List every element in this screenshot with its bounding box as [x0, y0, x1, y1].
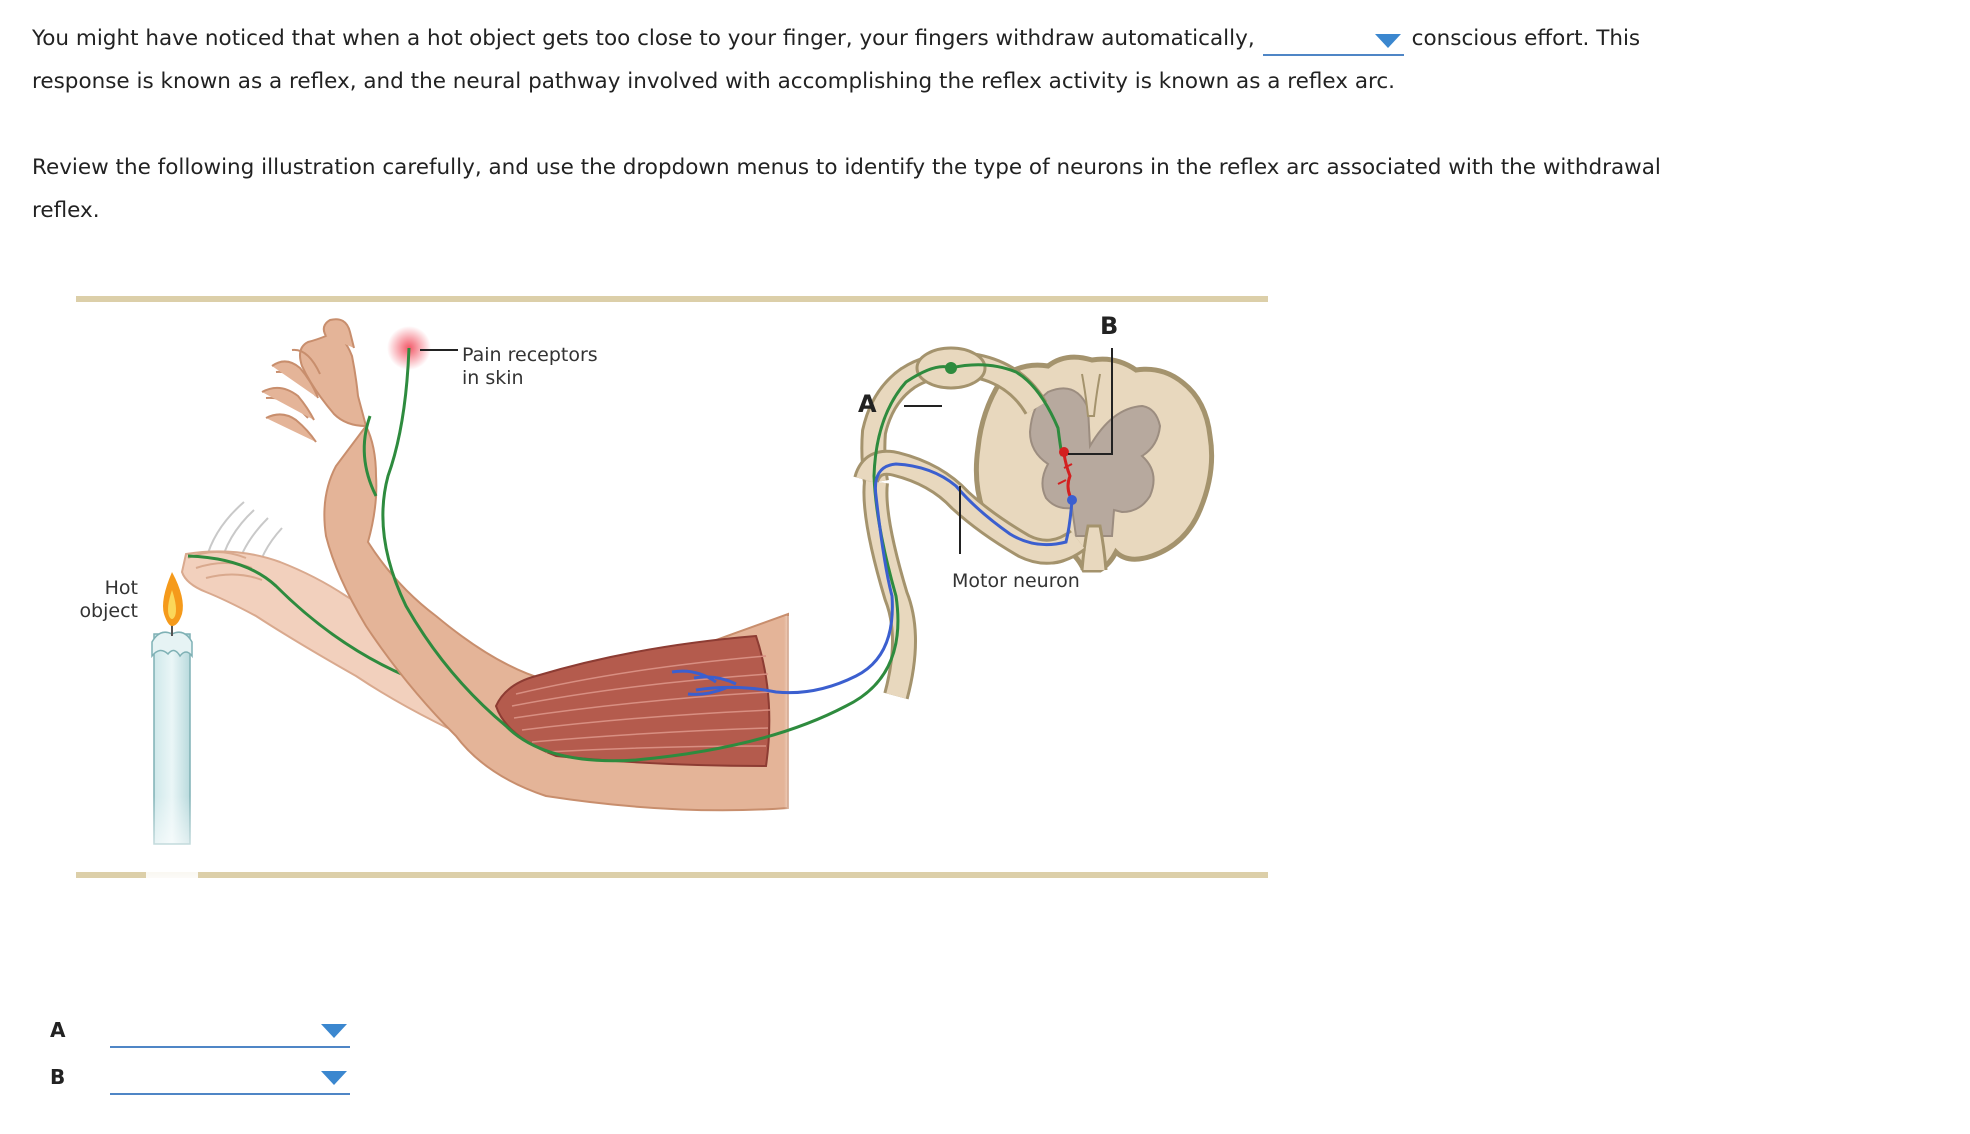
hot-label-line-1: Hot [104, 577, 138, 599]
pain-label-line-1: Pain receptors [462, 344, 598, 366]
answer-row-a: A [48, 1012, 368, 1052]
question-paragraph-2: Review the following illustration carefu… [32, 155, 1661, 223]
label-leader-lines [420, 348, 1113, 554]
sensory-neuron [362, 347, 1064, 763]
answer-a-dropdown[interactable] [110, 1012, 350, 1048]
hot-object-label: Hot object [72, 577, 138, 623]
answer-b-dropdown[interactable] [110, 1059, 350, 1095]
answer-row-b: B [48, 1059, 368, 1099]
question-text-before-blank: You might have noticed that when a hot o… [32, 26, 1255, 51]
question-text-after-blank: conscious effort. This response is known… [32, 26, 1641, 94]
sensory-ganglion-cell-body [945, 362, 957, 374]
pain-receptors-label: Pain receptors in skin [462, 344, 598, 390]
question-paragraph-1: You might have noticed that when a hot o… [32, 17, 1692, 103]
spinal-cord [853, 346, 1215, 700]
raised-arm [261, 318, 796, 826]
figure-top-rule [76, 296, 1268, 302]
answer-label-a: A [50, 1018, 66, 1042]
figure-label-b: B [1100, 312, 1119, 340]
motor-neuron-cell-body [1067, 495, 1077, 505]
candle [146, 572, 198, 880]
chevron-down-icon [321, 1071, 347, 1085]
pain-label-line-2: in skin [462, 367, 524, 389]
answer-label-b: B [50, 1065, 66, 1089]
figure-label-a: A [858, 390, 877, 418]
figure-bottom-rule [76, 872, 1268, 878]
motor-neuron-label: Motor neuron [952, 570, 1080, 592]
reflex-arc-illustration [146, 318, 1215, 880]
motor-neuron [671, 462, 1074, 696]
hot-label-line-2: object [79, 600, 138, 622]
chevron-down-icon [1374, 34, 1401, 48]
chevron-down-icon [321, 1024, 347, 1038]
inline-answer-dropdown[interactable] [1262, 22, 1404, 56]
interneuron [1057, 447, 1073, 497]
